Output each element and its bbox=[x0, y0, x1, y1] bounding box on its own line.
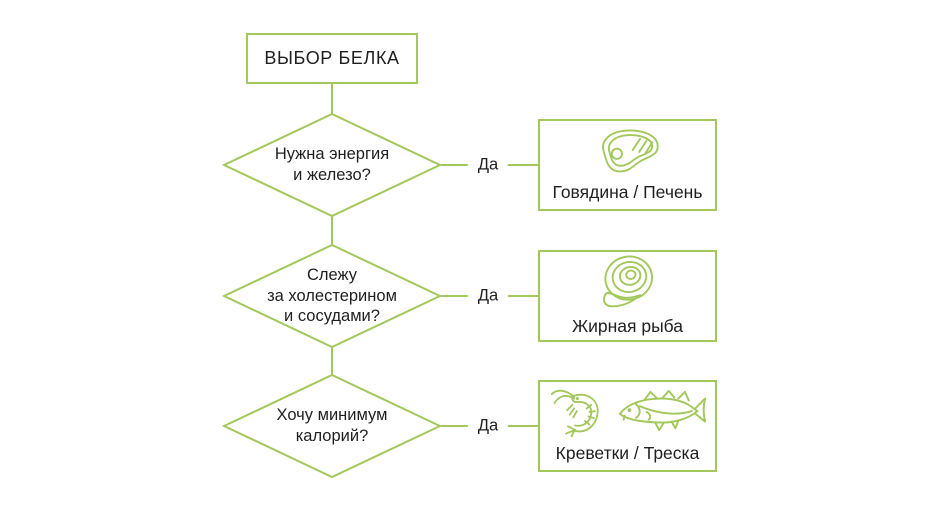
result-icons bbox=[549, 386, 707, 438]
question-line: и сосудами? bbox=[284, 307, 380, 326]
decision-node-3: Хочу минимум калорий? bbox=[222, 373, 442, 479]
decision-node-2: Слежу за холестерином и сосудами? bbox=[222, 243, 442, 349]
steak-icon bbox=[601, 129, 659, 173]
question-line: Нужна энергия bbox=[274, 145, 390, 164]
result-label: Говядина / Печень bbox=[552, 182, 703, 202]
title-node: ВЫБОР БЕЛКА bbox=[246, 33, 418, 84]
question-line: и железо? bbox=[293, 166, 371, 184]
result-label: Жирная рыба bbox=[571, 316, 684, 336]
question-line: калорий? bbox=[295, 427, 369, 445]
decision-node-1: Нужна энергия и железо? bbox=[222, 112, 442, 218]
shrimp-icon bbox=[550, 389, 599, 438]
decision-question: Нужна энергия и железо? bbox=[222, 112, 442, 218]
result-node-1: Говядина / Печень bbox=[538, 119, 717, 211]
result-label: Креветки / Треска bbox=[555, 443, 700, 463]
question-line: Слежу bbox=[306, 265, 357, 284]
question-line: за холестерином bbox=[267, 286, 397, 305]
result-icons bbox=[597, 253, 659, 311]
cod-icon bbox=[618, 389, 706, 432]
page-title: ВЫБОР БЕЛКА bbox=[264, 48, 400, 68]
result-icons bbox=[590, 125, 666, 177]
result-node-3: Креветки / Треска bbox=[538, 380, 717, 472]
yes-label-3: Да bbox=[467, 414, 509, 438]
yes-label-1: Да bbox=[467, 153, 509, 177]
diamond-shape bbox=[222, 112, 442, 218]
question-line: Хочу минимум bbox=[276, 406, 388, 425]
decision-question: Хочу минимум калорий? bbox=[222, 373, 442, 479]
result-node-2: Жирная рыба bbox=[538, 250, 717, 342]
yes-label-2: Да bbox=[467, 284, 509, 308]
diamond-shape bbox=[222, 373, 442, 479]
decision-question: Слежу за холестерином и сосудами? bbox=[222, 243, 442, 349]
salmon-steak-icon bbox=[602, 255, 653, 308]
diamond-shape bbox=[222, 243, 442, 349]
